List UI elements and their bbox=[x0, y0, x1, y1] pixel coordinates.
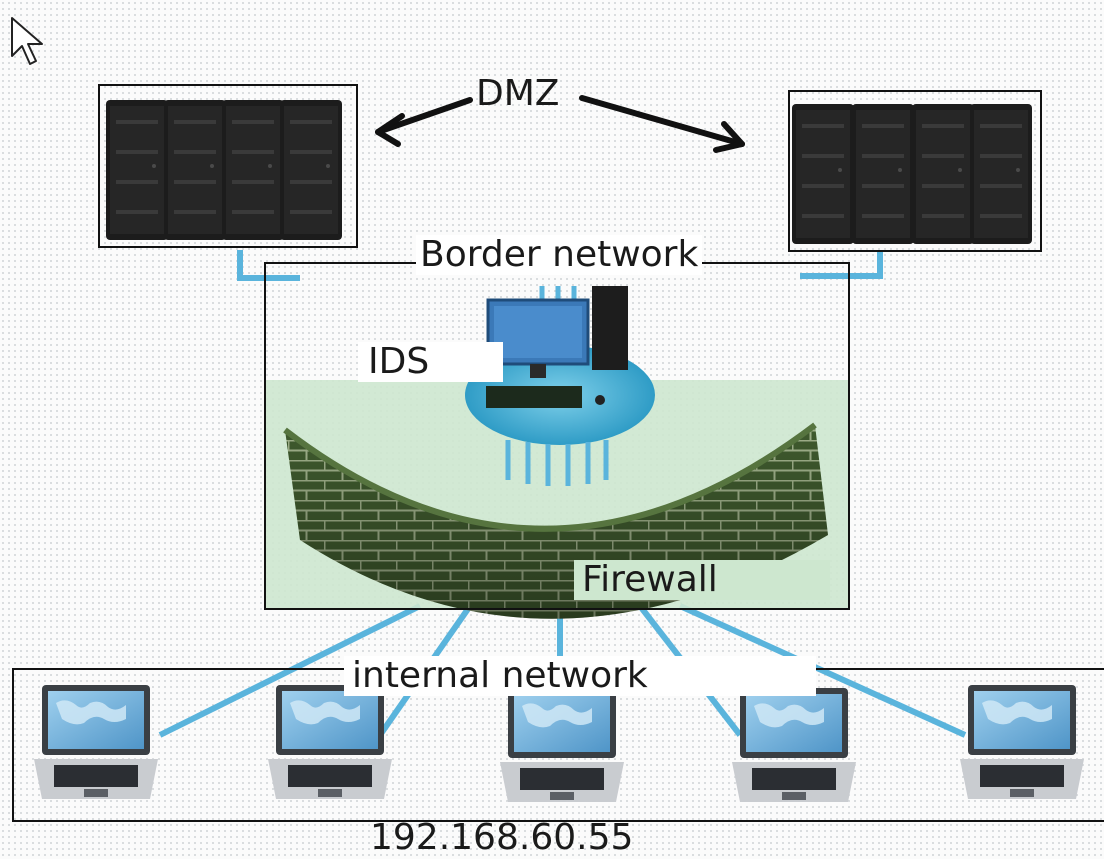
dmz-arrows bbox=[375, 95, 745, 153]
dmz-left-box bbox=[98, 84, 358, 248]
mouse-cursor-icon bbox=[11, 17, 43, 65]
dmz-label: DMZ bbox=[476, 73, 560, 114]
dmz-right-link bbox=[800, 252, 883, 279]
ip-address-label: 192.168.60.55 bbox=[370, 817, 634, 858]
ids-label: IDS bbox=[358, 342, 503, 382]
dmz-left-link bbox=[237, 250, 300, 281]
dmz-right-box bbox=[788, 90, 1042, 252]
firewall-label: Firewall bbox=[574, 560, 830, 600]
border-network-label: Border network bbox=[416, 235, 703, 275]
border-network-box bbox=[264, 262, 850, 610]
internal-network-label: internal network bbox=[344, 656, 816, 696]
ids-workstation-icon bbox=[465, 286, 655, 486]
